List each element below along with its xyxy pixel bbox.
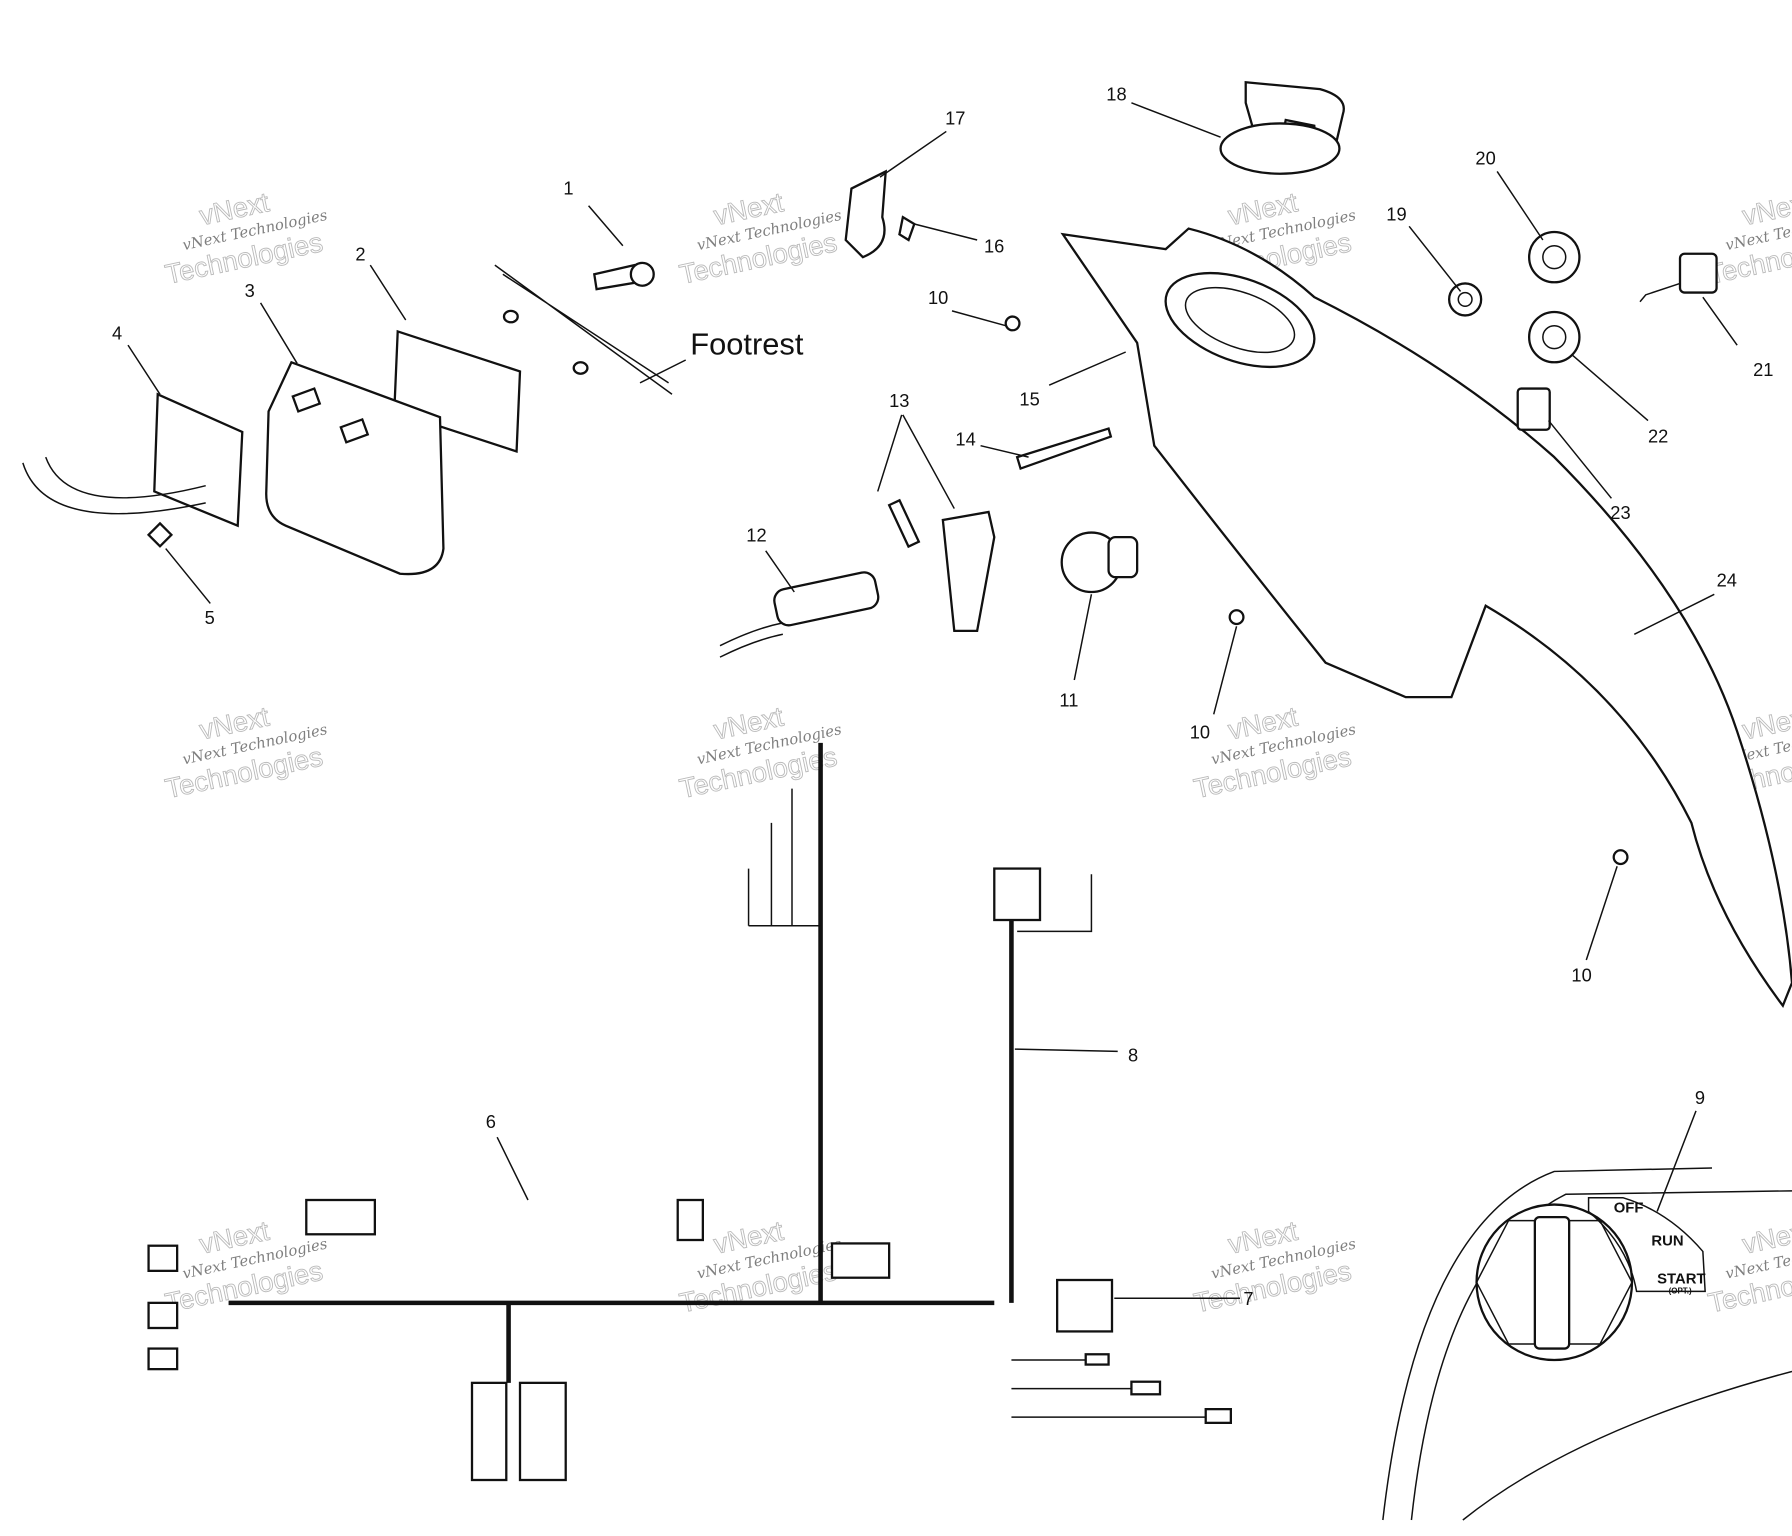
part-5-nut [146, 521, 174, 548]
switch-label-run: RUN [1651, 1234, 1683, 1250]
part-3-housing [265, 360, 445, 576]
part-washer [572, 361, 589, 375]
callout-17: 17 [945, 108, 965, 129]
callout-8: 8 [1128, 1045, 1138, 1066]
part-stud [291, 387, 322, 413]
connector [147, 1244, 179, 1272]
part-16-clip [898, 215, 916, 242]
part-23-switch [1516, 387, 1551, 431]
callout-10: 10 [1571, 965, 1591, 986]
footrest-label: Footrest [690, 326, 804, 361]
part-stud [339, 417, 370, 444]
callout-4: 4 [112, 322, 122, 343]
connector [676, 1198, 704, 1242]
callout-10: 10 [928, 287, 948, 308]
callout-2: 2 [355, 244, 365, 265]
part-middle-assembly [719, 169, 1629, 866]
part-24-console-body [1060, 227, 1792, 1009]
part-13-lever [941, 510, 996, 632]
callout-3: 3 [245, 280, 255, 301]
callout-13: 13 [889, 390, 909, 411]
part-20-nut [1528, 230, 1581, 284]
callout-21: 21 [1753, 359, 1773, 380]
switch-label-off: OFF [1614, 1201, 1644, 1217]
part-module-assembly [22, 261, 673, 576]
connector [305, 1198, 376, 1236]
leader-lines [127, 102, 1738, 1300]
part-10-screw [1004, 315, 1021, 332]
connector [518, 1381, 567, 1482]
part-10-screw [1612, 849, 1629, 866]
callout-23: 23 [1610, 502, 1630, 523]
part-13-pin [887, 498, 921, 549]
part-wiring-harness [147, 742, 1232, 1482]
part-console [1060, 81, 1792, 1009]
callout-5: 5 [205, 607, 215, 628]
part-21-key [1678, 252, 1718, 294]
part-7-connector [1055, 1278, 1114, 1333]
switch-label-start: START [1657, 1271, 1705, 1287]
callouts: 1 2 3 4 5 6 7 8 9 10 10 10 11 12 13 14 1… [112, 84, 1773, 1310]
connector [993, 867, 1042, 922]
part-4-regulator [153, 392, 244, 528]
callout-10: 10 [1190, 721, 1210, 742]
part-22-nut [1528, 310, 1581, 364]
part-19-nut [1448, 282, 1483, 317]
connector [147, 1347, 179, 1371]
part-9-ignition-switch: OFF RUN START (OPT.) [1382, 1167, 1792, 1521]
callout-15: 15 [1019, 389, 1039, 410]
callout-24: 24 [1717, 569, 1737, 590]
connector [470, 1381, 508, 1482]
callout-16: 16 [984, 236, 1004, 257]
callout-18: 18 [1106, 84, 1126, 105]
connector [830, 1242, 891, 1279]
callout-22: 22 [1648, 425, 1668, 446]
callout-11: 11 [1059, 689, 1078, 710]
callout-12: 12 [746, 525, 766, 546]
callout-7: 7 [1243, 1288, 1253, 1309]
callout-9: 9 [1695, 1087, 1705, 1108]
part-10-screw [1228, 609, 1245, 626]
callout-19: 19 [1386, 204, 1406, 225]
switch-label-opt: (OPT.) [1669, 1287, 1692, 1296]
callout-6: 6 [486, 1111, 496, 1132]
part-14-tie [1015, 427, 1113, 471]
part-washer [502, 309, 519, 324]
callout-20: 20 [1475, 148, 1495, 169]
part-17-bracket [844, 169, 888, 259]
part-12-switch [773, 571, 880, 627]
connector [147, 1301, 179, 1330]
callout-1: 1 [563, 177, 573, 198]
callout-14: 14 [955, 429, 975, 450]
